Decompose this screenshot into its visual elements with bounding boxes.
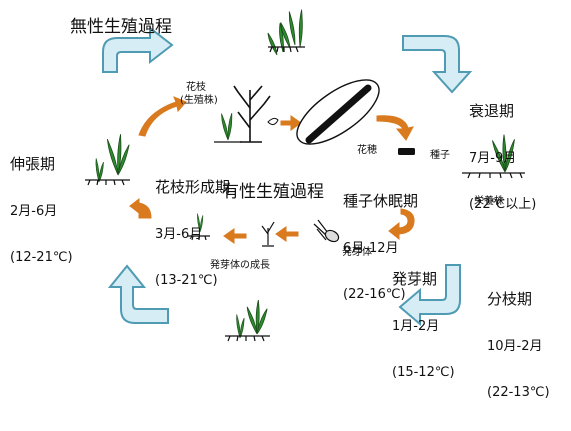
orange-arrow-to-seed: [376, 115, 414, 141]
stage-temp: (13-21℃): [155, 272, 218, 288]
diagram-graphics: [85, 8, 525, 342]
stage-name: 衰退期: [469, 101, 515, 120]
stage-germination: 発芽期 1月-2月 (15-12℃): [392, 240, 455, 411]
orange-arrow-to-flower: [138, 96, 187, 137]
cycle-arrow-top-left: [102, 25, 174, 73]
stage-temp: (22℃以上): [469, 196, 537, 212]
stage-seed-dormancy: 種子休眠期 6月-12月 (22-16℃): [343, 162, 418, 333]
stage-decline: 衰退期 7月-9月 (22℃以上): [469, 72, 536, 243]
orange-arrow-to-small-plant: [223, 228, 247, 244]
seed-icon: [398, 148, 415, 155]
stage-months: 6月-12月: [343, 241, 399, 256]
stage-flower-stalk-formation: 花枝形成期 3月-6月 (13-21℃): [155, 148, 230, 319]
flower-stalk-label: 花枝: [186, 82, 206, 93]
flower-stalk-sub-label: (生殖株): [180, 95, 218, 106]
orange-arrow-to-growth: [275, 226, 299, 242]
stage-temp: (15-12℃): [392, 364, 455, 380]
stage-months: 2月-6月: [10, 204, 58, 219]
stage-name: 種子休眠期: [343, 191, 419, 210]
cycle-arrow-bottom-left: [107, 264, 169, 324]
stage-elongation: 伸張期 2月-6月 (12-21℃): [10, 125, 73, 296]
germinant-growth-label: 発芽体の成長: [210, 260, 270, 271]
stage-temp: (12-21℃): [10, 249, 73, 265]
stage-months: 10月-2月: [487, 339, 543, 354]
vegetative-plant-label: 栄養株: [474, 196, 504, 207]
tree-icon: [233, 85, 271, 143]
panicle-label: 花穂: [357, 145, 377, 156]
plant-cluster-icon: [105, 133, 132, 177]
stage-name: 分枝期: [487, 289, 533, 308]
asexual-reproduction-title: 無性生殖過程: [70, 17, 172, 37]
life-cycle-diagram: 無性生殖過程 有性生殖過程 花枝 (生殖株) 花穂 種子 栄養株 発芽体 発芽体…: [10, 8, 550, 400]
sexual-reproduction-title: 有性生殖過程: [222, 182, 324, 202]
stage-months: 3月-6月: [155, 227, 203, 242]
orange-arrow-to-seedpod: [280, 115, 302, 131]
stage-months: 1月-2月: [392, 319, 440, 334]
seed-pod-icon: [296, 79, 380, 145]
germinant-icon: [313, 219, 340, 243]
stage-name: 発芽期: [392, 269, 438, 288]
stage-branching: 分枝期 10月-2月 (22-13℃): [487, 260, 550, 431]
stage-months: 7月-9月: [469, 151, 517, 166]
sprout-icon: [261, 221, 275, 247]
orange-arrow-to-germ: [388, 208, 415, 241]
stage-name: 伸張期: [10, 154, 56, 173]
cycle-arrow-top-right: [402, 35, 473, 94]
seed-label: 種子: [430, 150, 450, 161]
stage-temp: (22-13℃): [487, 384, 550, 400]
germinant-label: 発芽体: [342, 247, 372, 258]
stage-name: 花枝形成期: [155, 177, 231, 196]
orange-arrow-to-young-plant: [129, 197, 152, 219]
stage-temp: (22-16℃): [343, 286, 406, 302]
flower-bud-icon: [267, 117, 279, 126]
cycle-arrow-bottom-right: [398, 264, 461, 327]
plant-cluster-icon: [245, 299, 270, 336]
